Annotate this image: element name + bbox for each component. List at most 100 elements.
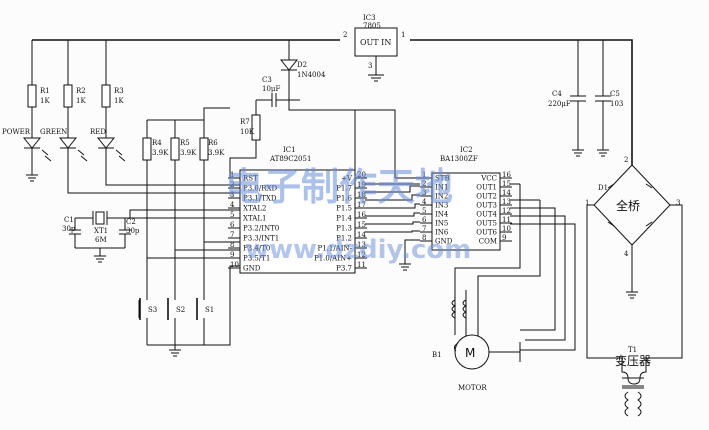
ic1-pin-5-name: XTAL1	[243, 215, 266, 223]
led-branch-power: R1 1K POWER	[2, 84, 52, 182]
ic2-pin-10-name: OUT6	[476, 229, 497, 237]
motor-ref: B1	[432, 351, 442, 359]
ic2-gnd	[399, 239, 420, 271]
ic2-pin-6-name: IN5	[435, 220, 448, 228]
d2-part: 1N4004	[297, 71, 326, 79]
bridge-rectifier-d1: D1 全桥 2 1 3 4	[585, 156, 683, 359]
ic1-pin-16-number: 16	[357, 211, 366, 219]
capacitor-c5: C5 103	[595, 40, 623, 157]
regulator-ref: IC3	[363, 14, 376, 22]
ic1-pin-10-name: GND	[243, 265, 261, 273]
ic1-pin-9-name: P3.5/T1	[243, 255, 270, 263]
regulator-part: 7805	[363, 22, 381, 30]
ic1-pin-2-number: 2	[230, 181, 234, 189]
ic2-pin-7-number: 7	[422, 225, 426, 233]
diode-d2: D2 1N4004	[279, 59, 326, 101]
led-green-label: GREEN	[40, 128, 67, 136]
r5-ref: R5	[180, 139, 190, 147]
ic1-pin-8-number: 8	[230, 241, 234, 249]
ic1-pin-11-name: P3.7	[336, 265, 352, 273]
r2-value: 1K	[76, 97, 86, 105]
ic1-pin-9-number: 9	[230, 251, 234, 259]
ic2-pin-15-number: 15	[502, 180, 511, 188]
r6-value: 3.9K	[208, 149, 225, 157]
c3-ref: C3	[262, 76, 272, 84]
ic2-pin-6-number: 6	[422, 216, 427, 224]
ic1-pin-3-name: P3.1/TXD	[243, 195, 277, 203]
ic1-pin-11-number: 11	[357, 261, 366, 269]
capacitor-c4: C4 220μF	[548, 40, 586, 157]
capacitor-c3: C3 10μF	[256, 76, 289, 107]
watermark-url: www.dzdiy.com	[245, 235, 471, 265]
regulator-body-label: OUT IN	[360, 38, 391, 47]
ic2-pin-10-number: 10	[502, 225, 511, 233]
bridge-label: 全桥	[616, 198, 640, 213]
ic2-pin-4-number: 4	[422, 198, 427, 206]
ic1-pin-13-name: P1.1/AIN-	[317, 245, 352, 253]
ic1-pin-4-name: XTAL2	[243, 205, 266, 213]
led-branch-red: R3 1K RED	[90, 84, 240, 186]
ic1-pin-19-name: P1.7	[336, 185, 352, 193]
transformer-label: 变压器	[615, 353, 651, 368]
ic2-pin-2-name: IN1	[435, 184, 448, 192]
ic1-pin-18-name: P1.6	[336, 195, 352, 203]
r5-value: 3.9K	[180, 149, 197, 157]
ic2-pin-8-name: GND	[435, 238, 453, 246]
r3-ref: R3	[114, 87, 124, 95]
c1-ref: C1	[64, 216, 74, 224]
ic2-ref: IC2	[460, 146, 473, 154]
ic1-pin-14-name: P1.2	[336, 235, 352, 243]
ic2-pin-5-number: 5	[422, 207, 426, 215]
switch-ground	[147, 265, 240, 357]
regulator-7805: IC3 7805 OUT IN 2 1 3	[343, 14, 405, 82]
resistor-r7: R7 10K	[240, 114, 261, 141]
ic1-pin-1-number: 1	[230, 171, 234, 179]
c1-value: 30p	[62, 225, 76, 233]
xt1-ref: XT1	[94, 227, 108, 235]
ic1-pin-8-name: P3.4/T0	[243, 245, 270, 253]
ic2-pin-12-number: 12	[502, 207, 511, 215]
c5-ref: C5	[610, 90, 620, 98]
r7-value: 10K	[240, 128, 255, 136]
switch-s2: S2	[167, 295, 185, 345]
ic2-pin-14-name: OUT2	[476, 193, 497, 201]
s2-label: S2	[176, 306, 185, 314]
ic1-pin-3-number: 3	[230, 191, 234, 199]
vcc-rail-drops	[31, 40, 290, 85]
s1-label: S1	[205, 306, 214, 314]
ic2-pin-9-name: COM	[479, 238, 497, 246]
ic2-pin-11-number: 11	[502, 216, 511, 224]
led-red-label: RED	[90, 128, 106, 136]
ic1-pin-6-number: 6	[230, 221, 235, 229]
ic2-pin-3-name: IN2	[435, 193, 448, 201]
resistor-r6: R6 3.9K	[199, 137, 225, 295]
c4-ref: C4	[552, 90, 562, 98]
ic2-pin-4-name: IN3	[435, 202, 448, 210]
regulator-pin-in: 2	[343, 31, 347, 39]
r1-value: 1K	[40, 97, 50, 105]
ic2-pin-5-name: IN4	[435, 211, 449, 219]
t1-ref: T1	[628, 346, 637, 354]
ic1-pin-14-number: 14	[357, 231, 366, 239]
pullup-rail	[146, 107, 230, 138]
r3-value: 1K	[114, 97, 124, 105]
ic1-pin-13-number: 13	[357, 241, 366, 249]
d2-ref: D2	[297, 61, 307, 69]
ic1-pin-5-number: 5	[230, 211, 234, 219]
d1-ref: D1	[598, 184, 608, 192]
ic1-pin-4-number: 4	[230, 201, 235, 209]
c4-value: 220μF	[548, 100, 571, 108]
ic1-pin-1-name: RST	[243, 175, 258, 183]
pullup-to-ic1	[147, 241, 240, 259]
ic1-pin-17-name: P1.5	[336, 205, 352, 213]
ic1-part: AT89C2051	[269, 155, 311, 163]
c2-value: 30p	[126, 227, 140, 235]
ic2-pin-15-name: OUT1	[476, 184, 497, 192]
ic2-pin-16-name: VCC	[480, 175, 497, 183]
